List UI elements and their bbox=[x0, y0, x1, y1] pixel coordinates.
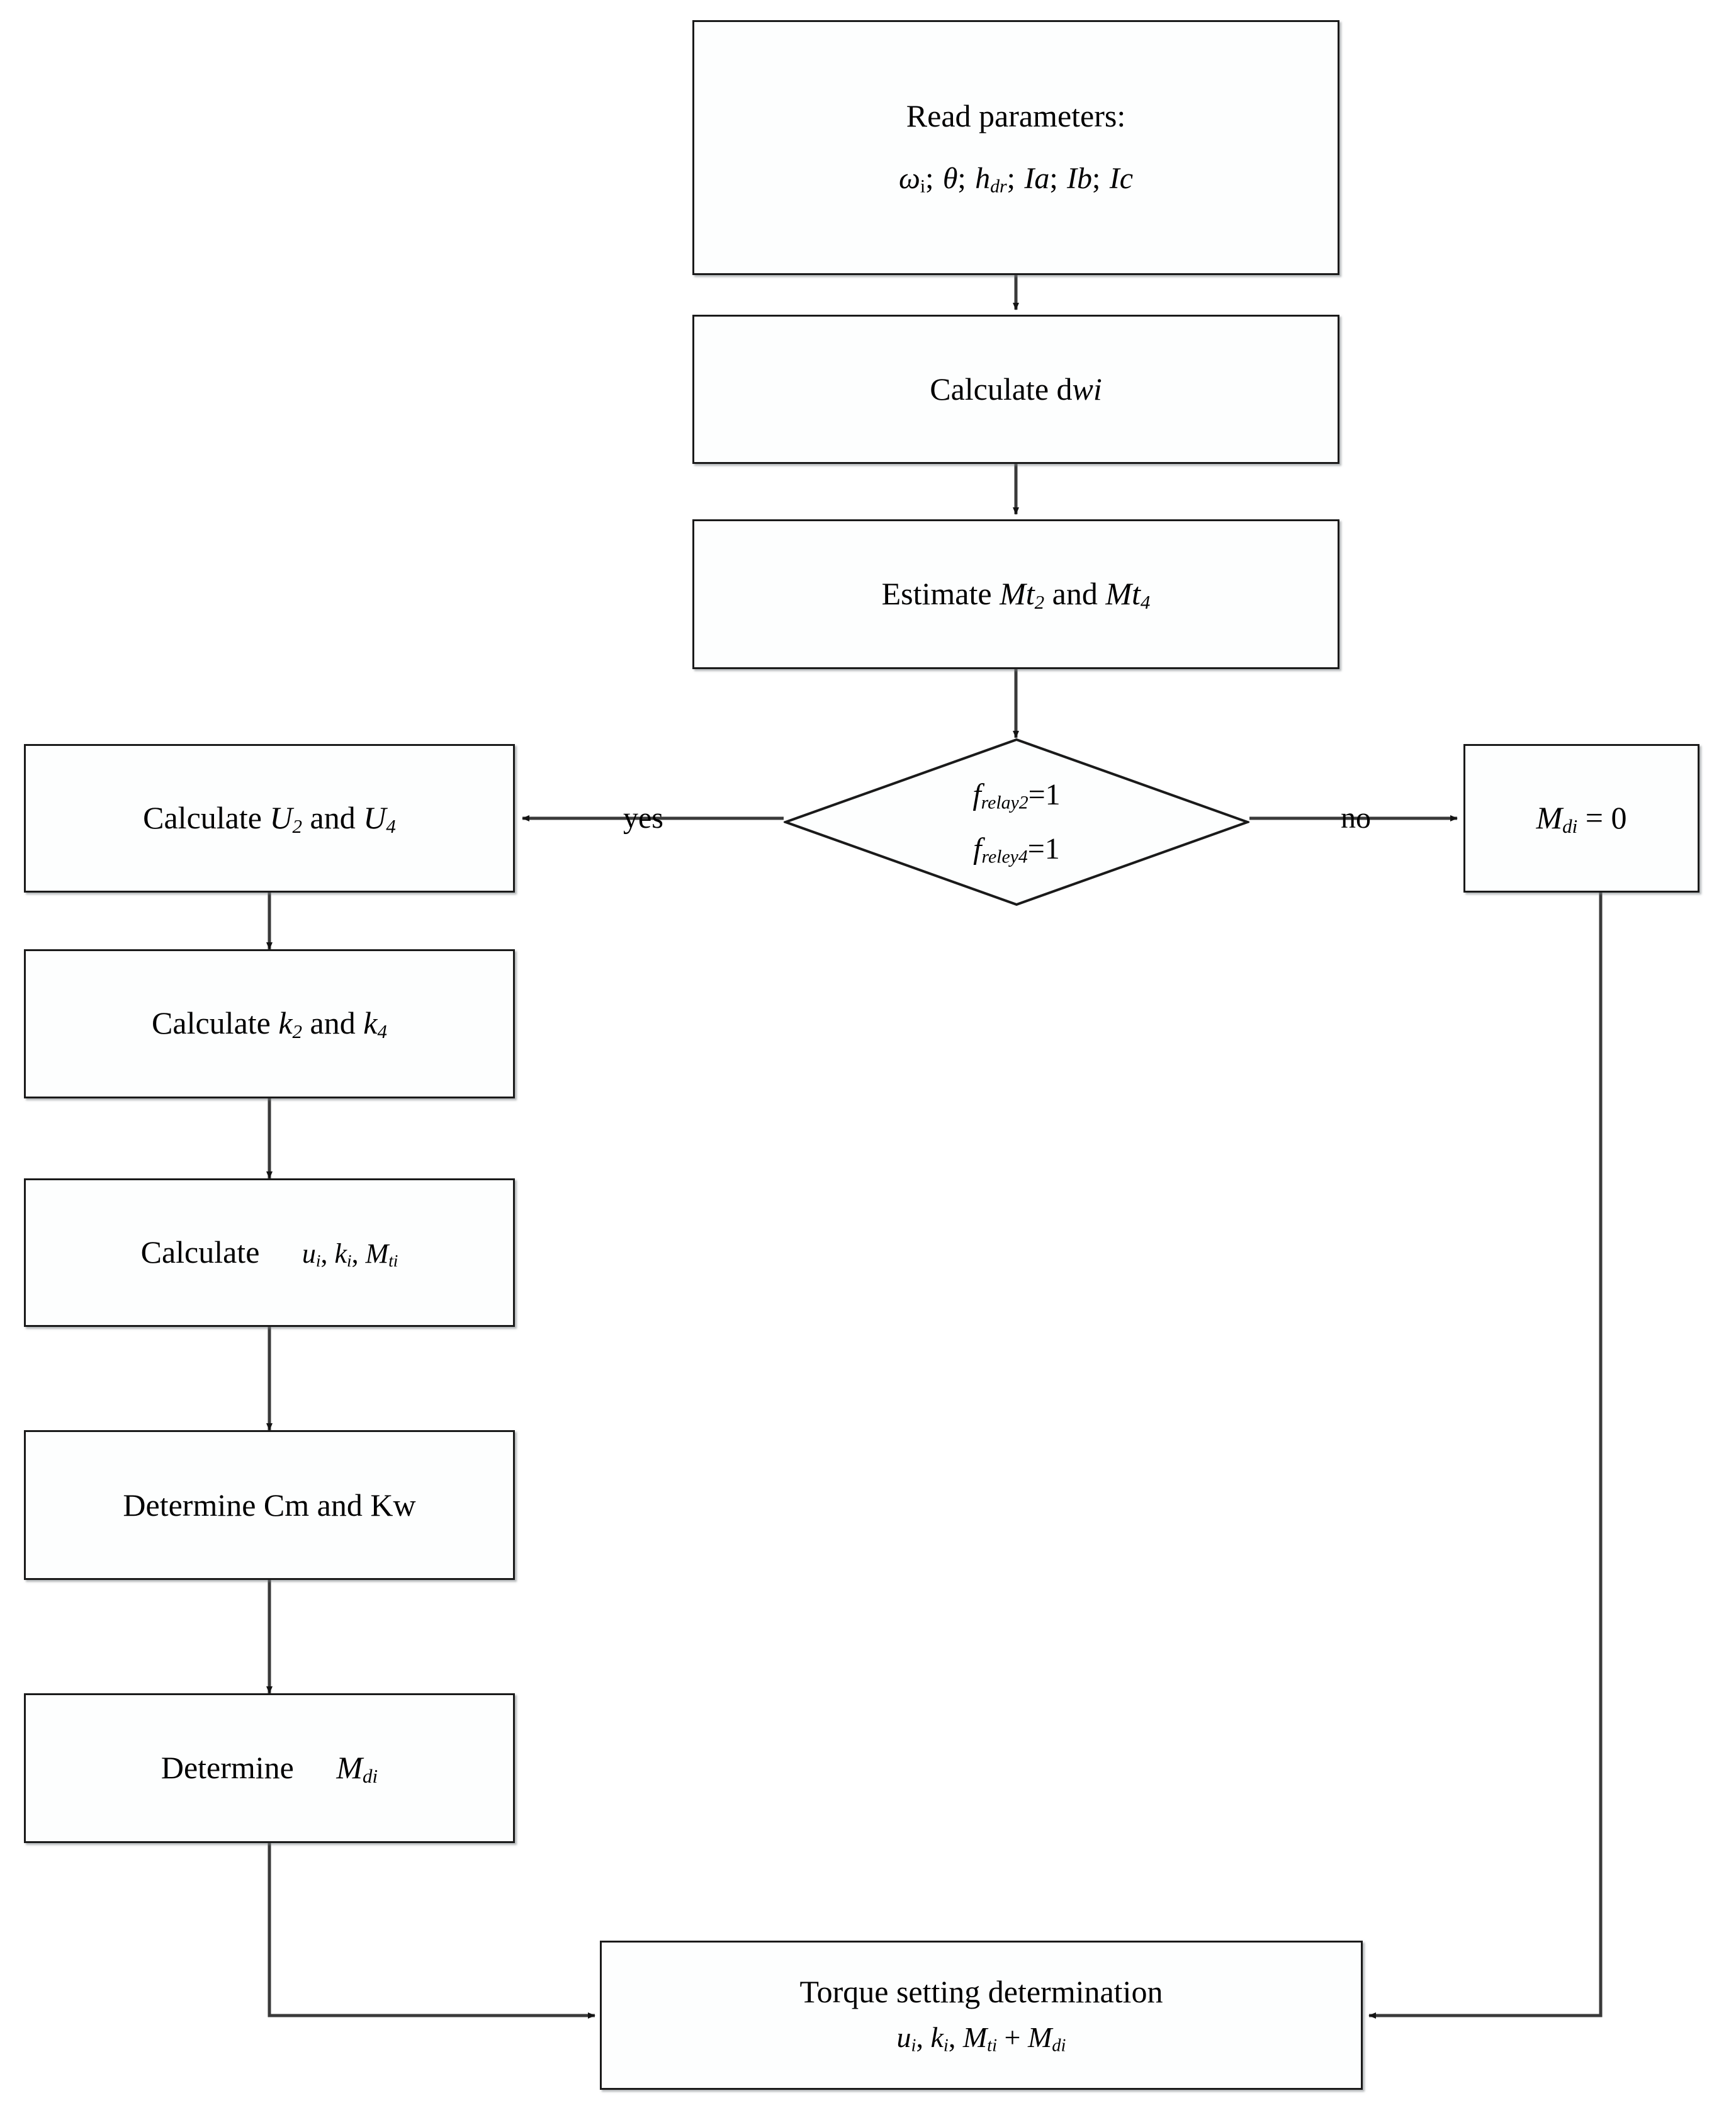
read-parameters-variables: ωi;θ;hdr;Ia;Ib;Ic bbox=[898, 162, 1134, 197]
node-decision-relay[interactable]: frelay2=1 freley4=1 bbox=[784, 738, 1249, 906]
torque-setting-formula: ui, ki, Mti + Mdi bbox=[896, 2021, 1066, 2056]
torque-setting-title: Torque setting determination bbox=[799, 1974, 1163, 2010]
node-read-parameters[interactable]: Read parameters: ωi;θ;hdr;Ia;Ib;Ic bbox=[692, 20, 1339, 275]
estimate-mt-label: Estimate Mt2 and Mt4 bbox=[881, 575, 1151, 613]
node-determine-cm-kw[interactable]: Determine Cm and Kw bbox=[24, 1430, 515, 1580]
determine-cm-kw-label: Determine Cm and Kw bbox=[123, 1487, 416, 1523]
node-calculate-dwi[interactable]: Calculate dwi bbox=[692, 315, 1339, 464]
node-calculate-k[interactable]: Calculate k2 and k4 bbox=[24, 949, 515, 1098]
node-md-zero[interactable]: Mdi = 0 bbox=[1463, 744, 1699, 893]
diamond-shape bbox=[784, 738, 1249, 906]
calculate-k-label: Calculate k2 and k4 bbox=[152, 1005, 387, 1042]
edge-label-no: no bbox=[1341, 801, 1371, 835]
calculate-dwi-label: Calculate dwi bbox=[930, 371, 1102, 407]
node-estimate-mt[interactable]: Estimate Mt2 and Mt4 bbox=[692, 519, 1339, 669]
edge-label-yes: yes bbox=[623, 801, 663, 835]
read-parameters-title: Read parameters: bbox=[906, 98, 1126, 134]
node-torque-setting[interactable]: Torque setting determination ui, ki, Mti… bbox=[600, 1941, 1363, 2090]
decision-relay-text: frelay2=1 freley4=1 bbox=[972, 778, 1061, 867]
md-zero-label: Mdi = 0 bbox=[1536, 799, 1627, 837]
node-calculate-u[interactable]: Calculate U2 and U4 bbox=[24, 744, 515, 893]
calculate-u-label: Calculate U2 and U4 bbox=[143, 799, 396, 837]
